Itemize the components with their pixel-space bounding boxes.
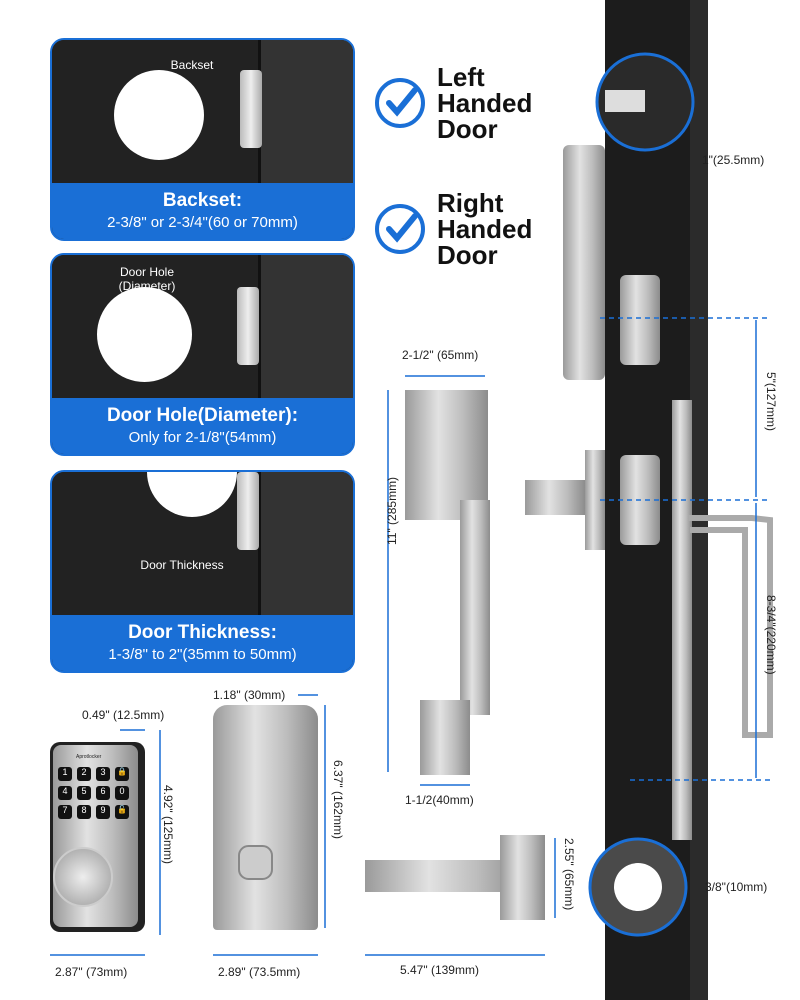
key[interactable]: 8 (77, 805, 91, 819)
handle-width-dim: 2-1/2" (65mm) (402, 348, 479, 362)
backset-label: Backset (170, 58, 214, 72)
key[interactable]: 1 (58, 767, 72, 781)
interior-unit (213, 705, 318, 930)
key[interactable]: 🔒 (115, 767, 129, 781)
key[interactable]: 🔓 (115, 805, 129, 819)
handleset-exterior (672, 400, 692, 840)
key[interactable]: 3 (96, 767, 110, 781)
door-hole-label: Door Hole (Diameter) (118, 265, 176, 293)
panel-subtitle: 1-3/8" to 2"(35mm to 50mm) (108, 646, 297, 663)
panel-title: Backset: (162, 190, 243, 211)
checkmark-icon (375, 204, 425, 254)
door-thickness-label: Door Thickness (140, 558, 224, 572)
right-handed-option: Right Handed Door (375, 190, 532, 268)
keypad-depth-dim: 0.49" (12.5mm) (82, 708, 165, 722)
brand-logo: Aprotlocker (76, 754, 102, 760)
panel-subtitle: Only for 2-1/8"(54mm) (128, 429, 277, 446)
handle-bottom-width-dim: 1-1/2(40mm) (405, 793, 474, 807)
deadbolt-plate (620, 275, 660, 365)
lever-bar (525, 480, 585, 515)
backset-panel: Backset Backset: 2-3/8" or 2-3/4"(60 or 7… (50, 38, 355, 241)
interior-height-dim: 6.37" (162mm) (331, 760, 345, 839)
key[interactable]: 7 (58, 805, 72, 819)
lever-image (365, 860, 525, 892)
left-handed-option: Left Handed Door (375, 64, 532, 142)
checkmark-icon (375, 78, 425, 128)
interior-width-dim: 2.89" (73.5mm) (218, 965, 301, 979)
bolt-throw-dim: 1"(25.5mm) (702, 153, 765, 167)
option-label: Left Handed Door (437, 62, 533, 144)
handle-height-dim: 11" (285mm) (385, 476, 399, 545)
handle-base (420, 700, 470, 775)
panel-title: Door Hole(Diameter): (106, 405, 299, 426)
keypad-lock: Aprotlocker 1 2 3 🔒 4 5 6 0 7 8 9 🔓 (50, 742, 145, 932)
lever-rose (500, 835, 545, 920)
key[interactable]: 2 (77, 767, 91, 781)
panel-title: Door Thickness: (128, 622, 277, 643)
interior-depth-dim: 1.18" (30mm) (213, 688, 286, 702)
key[interactable]: 6 (96, 786, 110, 800)
lever-length-dim: 5.47" (139mm) (400, 963, 479, 977)
door-hole-panel: Door Hole (Diameter) Door Hole(Diameter)… (50, 253, 355, 456)
handleset-image (405, 390, 488, 520)
door-thickness-panel: Door Thickness Door Thickness: 1-3/8" to … (50, 470, 355, 673)
key[interactable]: 0 (115, 786, 129, 800)
lever-height-dim: 2.55" (65mm) (562, 838, 576, 911)
key[interactable]: 5 (77, 786, 91, 800)
thumb-turn-icon (238, 845, 273, 880)
key[interactable]: 4 (58, 786, 72, 800)
hole-edge-dim: 3/8"(10mm) (705, 880, 768, 894)
key[interactable]: 9 (96, 805, 110, 819)
panel-subtitle: 2-3/8" or 2-3/4"(60 or 70mm) (107, 214, 298, 231)
handle-grip (460, 500, 490, 715)
keypad-height-dim: 4.92" (125mm) (161, 785, 175, 864)
option-label: Right Handed Door (437, 188, 533, 270)
keypad-width-dim: 2.87" (73mm) (55, 965, 128, 979)
lever-rose (585, 450, 605, 550)
latch-to-bottom-dim: 8-3/4"(220mm) (764, 595, 778, 675)
key-cylinder-icon (53, 847, 113, 907)
deadbolt-interior (563, 145, 605, 380)
latch-to-deadbolt-dim: 5"(127mm) (764, 372, 778, 431)
keypad-grid: 1 2 3 🔒 4 5 6 0 7 8 9 🔓 (58, 767, 129, 819)
